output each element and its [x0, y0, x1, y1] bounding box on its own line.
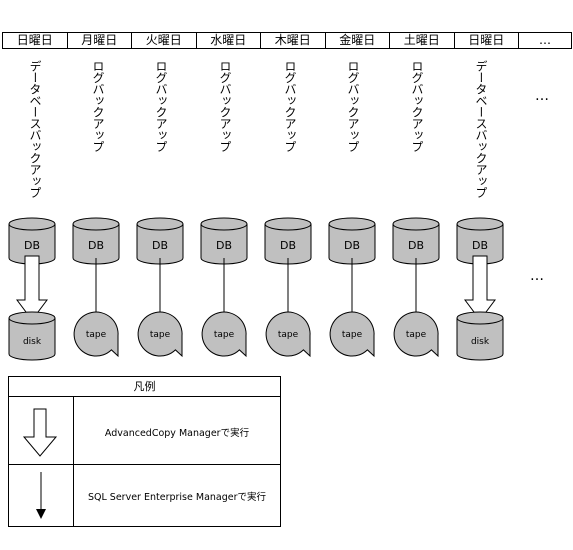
db-cylinder-1-label: DB [88, 239, 104, 252]
legend-box: 凡例 AdvancedCopy Managerで実行 SQL Server En… [8, 376, 281, 527]
db-cylinder-7: DB [456, 217, 504, 265]
weekday-header-row: 日曜日 月曜日 火曜日 水曜日 木曜日 金曜日 土曜日 日曜日 … [2, 32, 572, 49]
legend-advanced-copy-text: AdvancedCopy Managerで実行 [104, 428, 250, 439]
backup-type-label-1: ログバックアップ [91, 60, 105, 152]
weekday-sunday: 日曜日 [3, 33, 68, 48]
copy-arrow-7 [464, 255, 496, 321]
disk-cylinder-0: disk [8, 311, 56, 361]
tape-icon-2: tape [137, 311, 183, 358]
legend-column-divider [73, 397, 74, 526]
db-cylinder-6: DB [392, 217, 440, 265]
tape-icon-5: tape [329, 311, 375, 358]
db-cylinder-5: DB [328, 217, 376, 265]
db-cylinder-1: DB [72, 217, 120, 265]
weekday-tuesday: 火曜日 [132, 33, 197, 48]
weekday-saturday: 土曜日 [390, 33, 455, 48]
db-cylinder-5-label: DB [344, 239, 360, 252]
legend-row-sql-server: SQL Server Enterprise Managerで実行 [9, 465, 280, 526]
weekday-wednesday: 水曜日 [197, 33, 261, 48]
db-cylinder-0-label: DB [24, 239, 40, 252]
disk-cylinder-7-label: disk [471, 337, 490, 347]
weekday-friday: 金曜日 [326, 33, 390, 48]
db-cylinder-3: DB [200, 217, 248, 265]
legend-sql-server-text: SQL Server Enterprise Managerで実行 [87, 492, 267, 503]
db-cylinder-4: DB [264, 217, 312, 265]
tape-icon-1: tape [73, 311, 119, 358]
more-ellipsis-labels: … [535, 88, 550, 104]
tape-icon-5-label: tape [342, 330, 363, 340]
tape-icon-3-label: tape [214, 330, 235, 340]
db-cylinder-4-label: DB [280, 239, 296, 252]
tape-icon-6-label: tape [406, 330, 427, 340]
legend-thin-arrow-icon [36, 472, 46, 519]
db-cylinder-2: DB [136, 217, 184, 265]
legend-title: 凡例 [9, 377, 280, 397]
disk-cylinder-7: disk [456, 311, 504, 361]
backup-type-label-3: ログバックアップ [218, 60, 232, 152]
backup-type-label-0: データベースバックアップ [28, 60, 42, 198]
backup-type-label-6: ログバックアップ [410, 60, 424, 152]
tape-icon-3: tape [201, 311, 247, 358]
tape-icon-2-label: tape [150, 330, 171, 340]
backup-type-label-4: ログバックアップ [283, 60, 297, 152]
legend-hollow-arrow-icon [22, 408, 58, 457]
weekday-monday: 月曜日 [68, 33, 132, 48]
weekday-more: … [539, 33, 551, 47]
legend-row-advanced-copy: AdvancedCopy Managerで実行 [9, 397, 280, 465]
db-cylinder-6-label: DB [408, 239, 424, 252]
disk-cylinder-0-label: disk [23, 337, 42, 347]
weekday-thursday: 木曜日 [261, 33, 326, 48]
db-cylinder-2-label: DB [152, 239, 168, 252]
copy-arrow-0 [16, 255, 48, 321]
tape-icon-4-label: tape [278, 330, 299, 340]
more-ellipsis-diagram: … [530, 268, 545, 284]
db-cylinder-7-label: DB [472, 239, 488, 252]
tape-icon-4: tape [265, 311, 311, 358]
backup-type-label-5: ログバックアップ [346, 60, 360, 152]
tape-icon-6: tape [393, 311, 439, 358]
tape-icon-1-label: tape [86, 330, 107, 340]
db-cylinder-3-label: DB [216, 239, 232, 252]
backup-type-label-7: データベースバックアップ [474, 60, 488, 198]
weekday-sunday-next: 日曜日 [455, 33, 519, 48]
backup-type-label-2: ログバックアップ [154, 60, 168, 152]
